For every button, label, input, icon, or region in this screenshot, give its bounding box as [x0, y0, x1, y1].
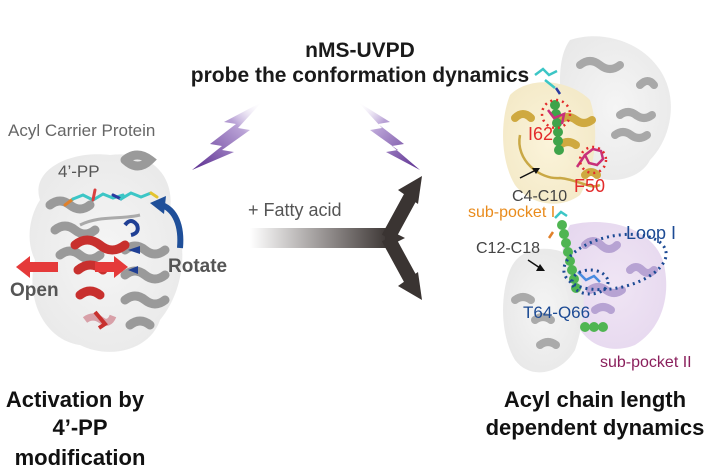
left-caption-line1: Activation by [5, 387, 145, 412]
rotate-label: Rotate [168, 256, 228, 277]
loop-i-highlight-ellipse [562, 232, 668, 292]
c4-c10-label: C4-C10 [512, 188, 568, 205]
cofactor-label: 4’-PP [58, 162, 100, 181]
f50-highlight-circle [578, 145, 608, 175]
open-arrow-right-icon [95, 256, 128, 278]
acp-c12-c18-structure [503, 210, 668, 373]
acp-structure [29, 150, 183, 352]
left-caption-line2: 4’-PP modification [14, 415, 146, 470]
t64-q66-highlight-ellipse [570, 268, 610, 296]
t64-q66-label: T64-Q66 [523, 303, 591, 322]
title-line1: nMS-UVPD [305, 39, 415, 62]
acp-c4-c10-structure [503, 36, 671, 204]
right-caption-line1: Acyl chain length [503, 387, 687, 412]
rotate-arrow-icon [150, 196, 184, 249]
uv-bolt-right-icon [358, 102, 420, 170]
sub-pocket-ii-label: sub-pocket II [600, 354, 692, 371]
i62-highlight-circle [540, 98, 572, 130]
uv-bolt-left-icon [192, 102, 262, 170]
protein-label: Acyl Carrier Protein [8, 121, 156, 140]
sub-pocket-i-label: sub-pocket I [468, 204, 556, 221]
fatty-acid-label: + Fatty acid [248, 200, 342, 220]
right-caption-line2: dependent dynamics [485, 415, 705, 440]
c12-c18-label: C12-C18 [476, 240, 541, 257]
open-arrow-left-icon [16, 256, 58, 278]
loop-i-label: Loop I [626, 223, 677, 243]
open-label: Open [10, 280, 59, 301]
fatty-acid-branch-arrow-icon [250, 176, 422, 300]
residue-i62-label: I62 [528, 124, 554, 144]
residue-f50-label: F50 [574, 176, 606, 196]
title-line2: probe the conformation dynamics [190, 64, 530, 87]
